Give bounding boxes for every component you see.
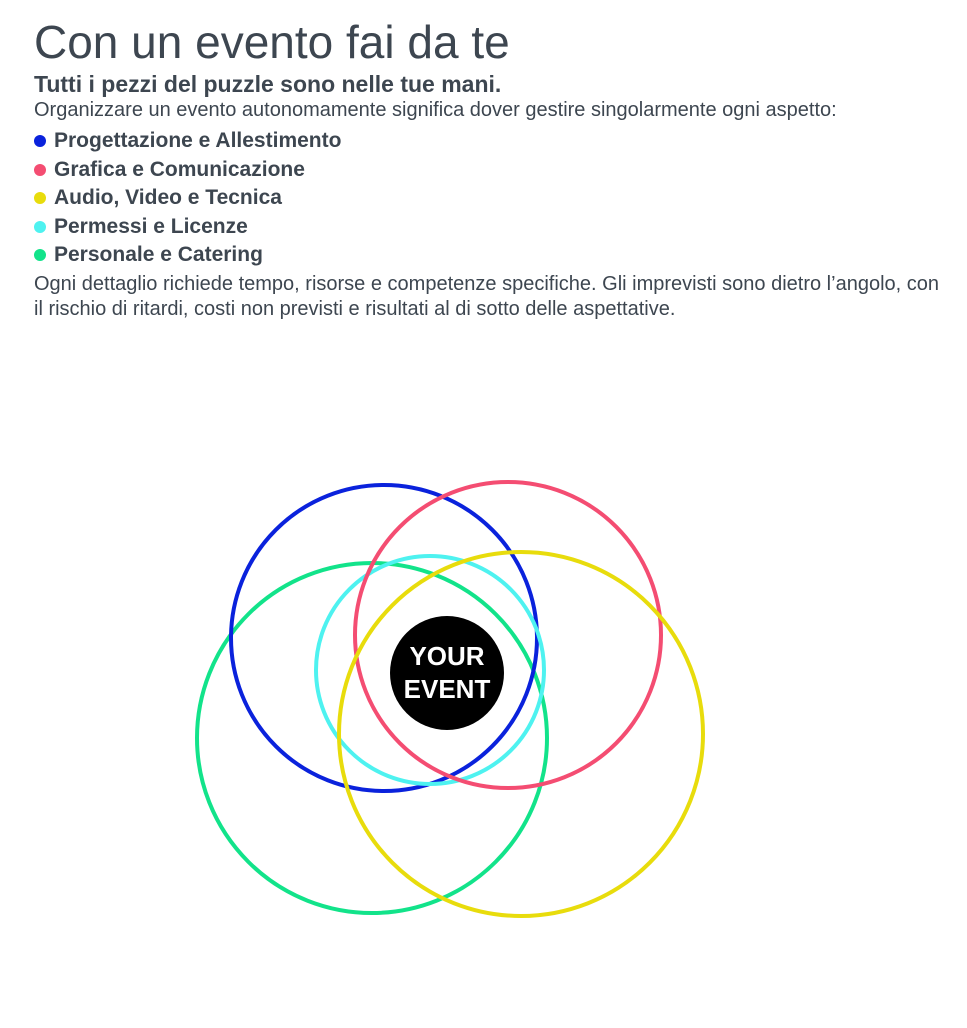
list-item-label: Permessi e Licenze <box>54 214 248 238</box>
list-item-label: Personale e Catering <box>54 243 263 267</box>
bullet-dot-icon <box>34 249 46 262</box>
list-item: Audio, Video e Tecnica <box>34 184 939 213</box>
aspect-list: Progettazione e Allestimento Grafica e C… <box>34 127 939 270</box>
page-title: Con un evento fai da te <box>34 16 510 68</box>
bullet-dot-icon <box>34 135 46 148</box>
list-item-label: Grafica e Comunicazione <box>54 157 305 181</box>
content-section: Con un evento fai da te Tutti i pezzi de… <box>34 14 939 322</box>
ring-audio-video-tecnica <box>337 550 705 918</box>
outro-paragraph: Ogni dettaglio richiede tempo, risorse e… <box>34 272 939 320</box>
event-center-circle <box>390 616 504 730</box>
list-item-label: Progettazione e Allestimento <box>54 129 342 153</box>
list-item: Permessi e Licenze <box>34 213 939 242</box>
intro-paragraph: Organizzare un evento autonomamente sign… <box>34 99 837 121</box>
page-subtitle: Tutti i pezzi del puzzle sono nelle tue … <box>34 71 502 97</box>
ring-grafica-comunicazione <box>353 480 663 790</box>
list-item: Progettazione e Allestimento <box>34 127 939 156</box>
list-item: Personale e Catering <box>34 241 939 270</box>
list-item: Grafica e Comunicazione <box>34 156 939 185</box>
ring-personale-catering <box>195 561 549 915</box>
ring-permessi-licenze <box>314 554 546 786</box>
bullet-dot-icon <box>34 163 46 176</box>
bullet-dot-icon <box>34 220 46 233</box>
ring-progettazione-allestimento <box>229 483 539 793</box>
center-label-line2: EVENT <box>404 674 491 704</box>
center-label-line1: YOUR <box>409 641 484 671</box>
bullet-dot-icon <box>34 192 46 205</box>
list-item-label: Audio, Video e Tecnica <box>54 186 282 210</box>
